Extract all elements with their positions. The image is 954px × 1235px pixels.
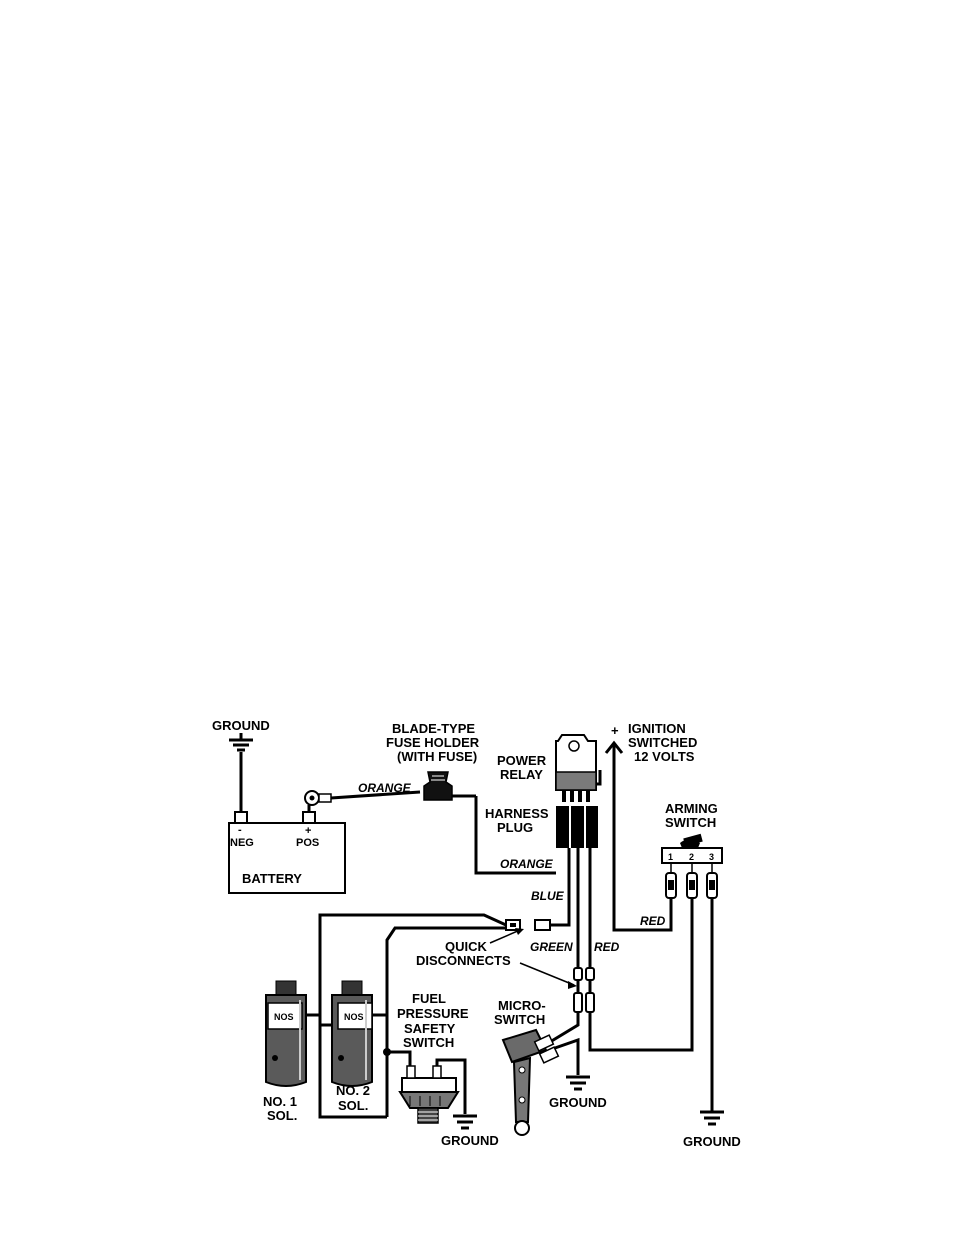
solenoid-2 xyxy=(332,981,372,1086)
neg-sign: - xyxy=(238,824,242,836)
sol2-label-1: NO. 2 xyxy=(336,1083,370,1098)
pointer-arrow-1 xyxy=(490,930,520,943)
battery-neg-terminal xyxy=(235,812,247,823)
blue-wire-label: BLUE xyxy=(531,889,565,903)
arming-switch-label-1: ARMING xyxy=(665,801,718,816)
neg-label: NEG xyxy=(230,837,254,849)
pos-sign: + xyxy=(305,825,311,837)
orange-wire-label-1: ORANGE xyxy=(358,781,412,795)
switch-terminal-3: 3 xyxy=(709,852,714,862)
sol2-badge: NOS xyxy=(344,1012,364,1022)
sol1-label-2: SOL. xyxy=(267,1108,297,1123)
switch-terminal-2: 2 xyxy=(689,852,694,862)
arming-switch-connectors xyxy=(666,863,717,898)
red-wire-ignition xyxy=(614,745,671,930)
power-relay-label-2: RELAY xyxy=(500,767,543,782)
quick-disconnects-label-2: DISCONNECTS xyxy=(416,953,511,968)
quick-disconnect-blue xyxy=(506,920,550,930)
fuel-pressure-label-2: PRESSURE xyxy=(397,1006,469,1021)
arming-switch-label-2: SWITCH xyxy=(665,815,716,830)
blue-wire xyxy=(550,848,569,925)
power-relay-label-1: POWER xyxy=(497,753,547,768)
orange-wire-label-2: ORANGE xyxy=(500,857,554,871)
fuse-holder-label-3: (WITH FUSE) xyxy=(397,749,477,764)
sol1-badge: NOS xyxy=(274,1012,294,1022)
wire-microswitch-ground xyxy=(555,1040,578,1075)
ground-label-micro: GROUND xyxy=(549,1095,607,1110)
ground-symbol-top xyxy=(229,733,253,750)
ignition-label-3: 12 VOLTS xyxy=(634,749,695,764)
switch-terminal-1: 1 xyxy=(668,852,673,862)
pos-label: POS xyxy=(296,837,319,849)
ignition-label-1: IGNITION xyxy=(628,721,686,736)
micro-switch xyxy=(503,1030,558,1135)
fuel-pressure-label-3: SAFETY xyxy=(404,1021,456,1036)
ignition-label-2: SWITCHED xyxy=(628,735,697,750)
plus-sign-ignition: + xyxy=(611,723,619,738)
quick-disconnect-green-red xyxy=(574,968,594,1012)
fuel-pressure-label-4: SWITCH xyxy=(403,1035,454,1050)
fuse-holder xyxy=(424,772,452,800)
ground-label-arming: GROUND xyxy=(683,1134,741,1149)
pointer-arrow-2 xyxy=(520,963,574,985)
sol1-label-1: NO. 1 xyxy=(263,1094,297,1109)
quick-disconnects-label-1: QUICK xyxy=(445,939,488,954)
ground-symbol-arming xyxy=(700,1112,724,1124)
fuel-pressure-switch xyxy=(400,1066,458,1123)
power-relay xyxy=(556,735,596,802)
harness-plug-label-2: PLUG xyxy=(497,820,533,835)
battery-label: BATTERY xyxy=(242,871,302,886)
micro-switch-label-2: SWITCH xyxy=(494,1012,545,1027)
red-wire-label-2: RED xyxy=(594,940,620,954)
fuse-holder-label-1: BLADE-TYPE xyxy=(392,721,475,736)
fuel-pressure-label-1: FUEL xyxy=(412,991,446,1006)
green-wire-label: GREEN xyxy=(530,940,573,954)
ground-symbol-fuel xyxy=(453,1116,477,1128)
solenoid-1 xyxy=(266,981,306,1086)
micro-switch-label-1: MICRO- xyxy=(498,998,546,1013)
battery-pos-terminal xyxy=(303,812,315,823)
harness-plug xyxy=(556,806,598,848)
red-wire-label-1: RED xyxy=(640,914,666,928)
fuse-holder-label-2: FUSE HOLDER xyxy=(386,735,480,750)
harness-plug-label-1: HARNESS xyxy=(485,806,549,821)
ground-label-top: GROUND xyxy=(212,718,270,733)
ground-label-fuel: GROUND xyxy=(441,1133,499,1148)
ground-symbol-micro xyxy=(566,1077,590,1089)
sol2-label-2: SOL. xyxy=(338,1098,368,1113)
